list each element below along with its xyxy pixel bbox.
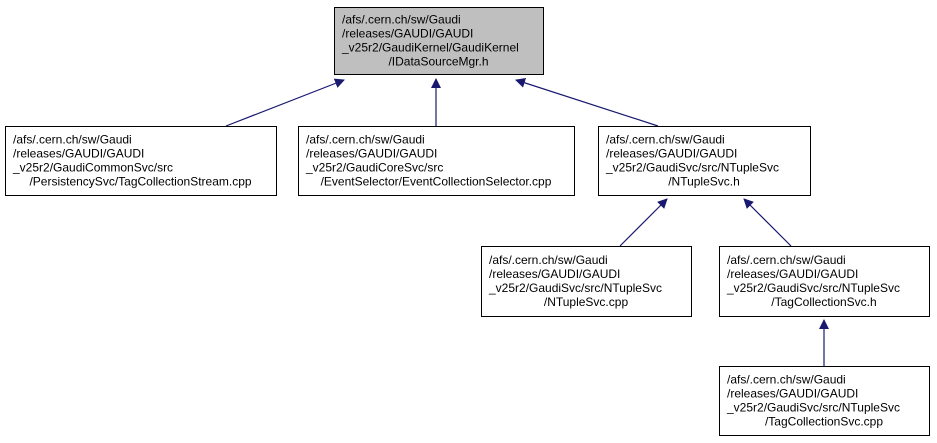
node-label-line: _v25r2/GaudiSvc/src/NTupleSvc [605, 161, 779, 175]
edges-layer [225, 78, 829, 366]
node-label-line: /afs/.cern.ch/sw/Gaudi [727, 373, 846, 387]
node-label-line: _v25r2/GaudiKernel/GaudiKernel [341, 41, 519, 55]
edge-tagcollectionsvc-h-to-ntuplesvc-h [743, 198, 792, 247]
node-label-line: /TagCollectionSvc.h [771, 295, 876, 309]
node-label-line: /releases/GAUDI/GAUDI [727, 387, 858, 401]
node-label-line: /releases/GAUDI/GAUDI [342, 27, 473, 41]
node-label-line: /afs/.cern.ch/sw/Gaudi [606, 133, 725, 147]
node-label-line: /afs/.cern.ch/sw/Gaudi [306, 133, 425, 147]
node-ntuplesvc-h[interactable]: /afs/.cern.ch/sw/Gaudi/releases/GAUDI/GA… [598, 126, 811, 196]
node-label-line: /releases/GAUDI/GAUDI [606, 147, 737, 161]
node-label-line: /NTupleSvc.h [668, 175, 740, 189]
node-label-line: /releases/GAUDI/GAUDI [489, 267, 620, 281]
node-eventcollectionselector-cpp[interactable]: /afs/.cern.ch/sw/Gaudi/releases/GAUDI/GA… [298, 126, 575, 196]
node-idatasourcemgr-h: /afs/.cern.ch/sw/Gaudi/releases/GAUDI/GA… [334, 7, 544, 75]
node-label-line: _v25r2/GaudiSvc/src/NTupleSvc [726, 281, 900, 295]
node-label-line: /TagCollectionSvc.cpp [765, 415, 883, 429]
node-label-line: /NTupleSvc.cpp [544, 295, 629, 309]
node-label-line: _v25r2/GaudiCommonSvc/src [12, 161, 173, 175]
node-tagcollectionsvc-cpp[interactable]: /afs/.cern.ch/sw/Gaudi/releases/GAUDI/GA… [719, 366, 930, 436]
edge-ntuplesvc-h-to-idatasourcemgr-h [515, 78, 659, 127]
node-tagcollectionstream-cpp[interactable]: /afs/.cern.ch/sw/Gaudi/releases/GAUDI/GA… [5, 126, 277, 196]
node-label-line: /afs/.cern.ch/sw/Gaudi [342, 13, 461, 27]
node-label-line: /releases/GAUDI/GAUDI [306, 147, 437, 161]
node-box [719, 366, 930, 436]
node-label-line: /releases/GAUDI/GAUDI [13, 147, 144, 161]
node-label-line: _v25r2/GaudiCoreSvc/src [305, 161, 443, 175]
node-box [298, 126, 575, 196]
node-label-line: _v25r2/GaudiSvc/src/NTupleSvc [726, 401, 900, 415]
node-label-line: _v25r2/GaudiSvc/src/NTupleSvc [488, 281, 662, 295]
node-label-line: /PersistencySvc/TagCollectionStream.cpp [29, 175, 251, 189]
node-label-line: /afs/.cern.ch/sw/Gaudi [489, 253, 608, 267]
edge-ntuplesvc-cpp-to-ntuplesvc-h [619, 198, 668, 247]
node-box [334, 7, 544, 75]
node-label-line: /releases/GAUDI/GAUDI [727, 267, 858, 281]
edge-tagcollectionstream-cpp-to-idatasourcemgr-h [225, 78, 345, 127]
node-box [598, 126, 811, 196]
nodes-layer: /afs/.cern.ch/sw/Gaudi/releases/GAUDI/GA… [5, 7, 930, 436]
node-label-line: /afs/.cern.ch/sw/Gaudi [727, 253, 846, 267]
node-box [719, 246, 930, 317]
node-label-line: /IDataSourceMgr.h [388, 55, 488, 69]
node-box [481, 246, 692, 317]
node-tagcollectionsvc-h[interactable]: /afs/.cern.ch/sw/Gaudi/releases/GAUDI/GA… [719, 246, 930, 317]
node-label-line: /EventSelector/EventCollectionSelector.c… [321, 175, 552, 189]
node-ntuplesvc-cpp[interactable]: /afs/.cern.ch/sw/Gaudi/releases/GAUDI/GA… [481, 246, 692, 317]
node-box [5, 126, 277, 196]
node-label-line: /afs/.cern.ch/sw/Gaudi [13, 133, 132, 147]
